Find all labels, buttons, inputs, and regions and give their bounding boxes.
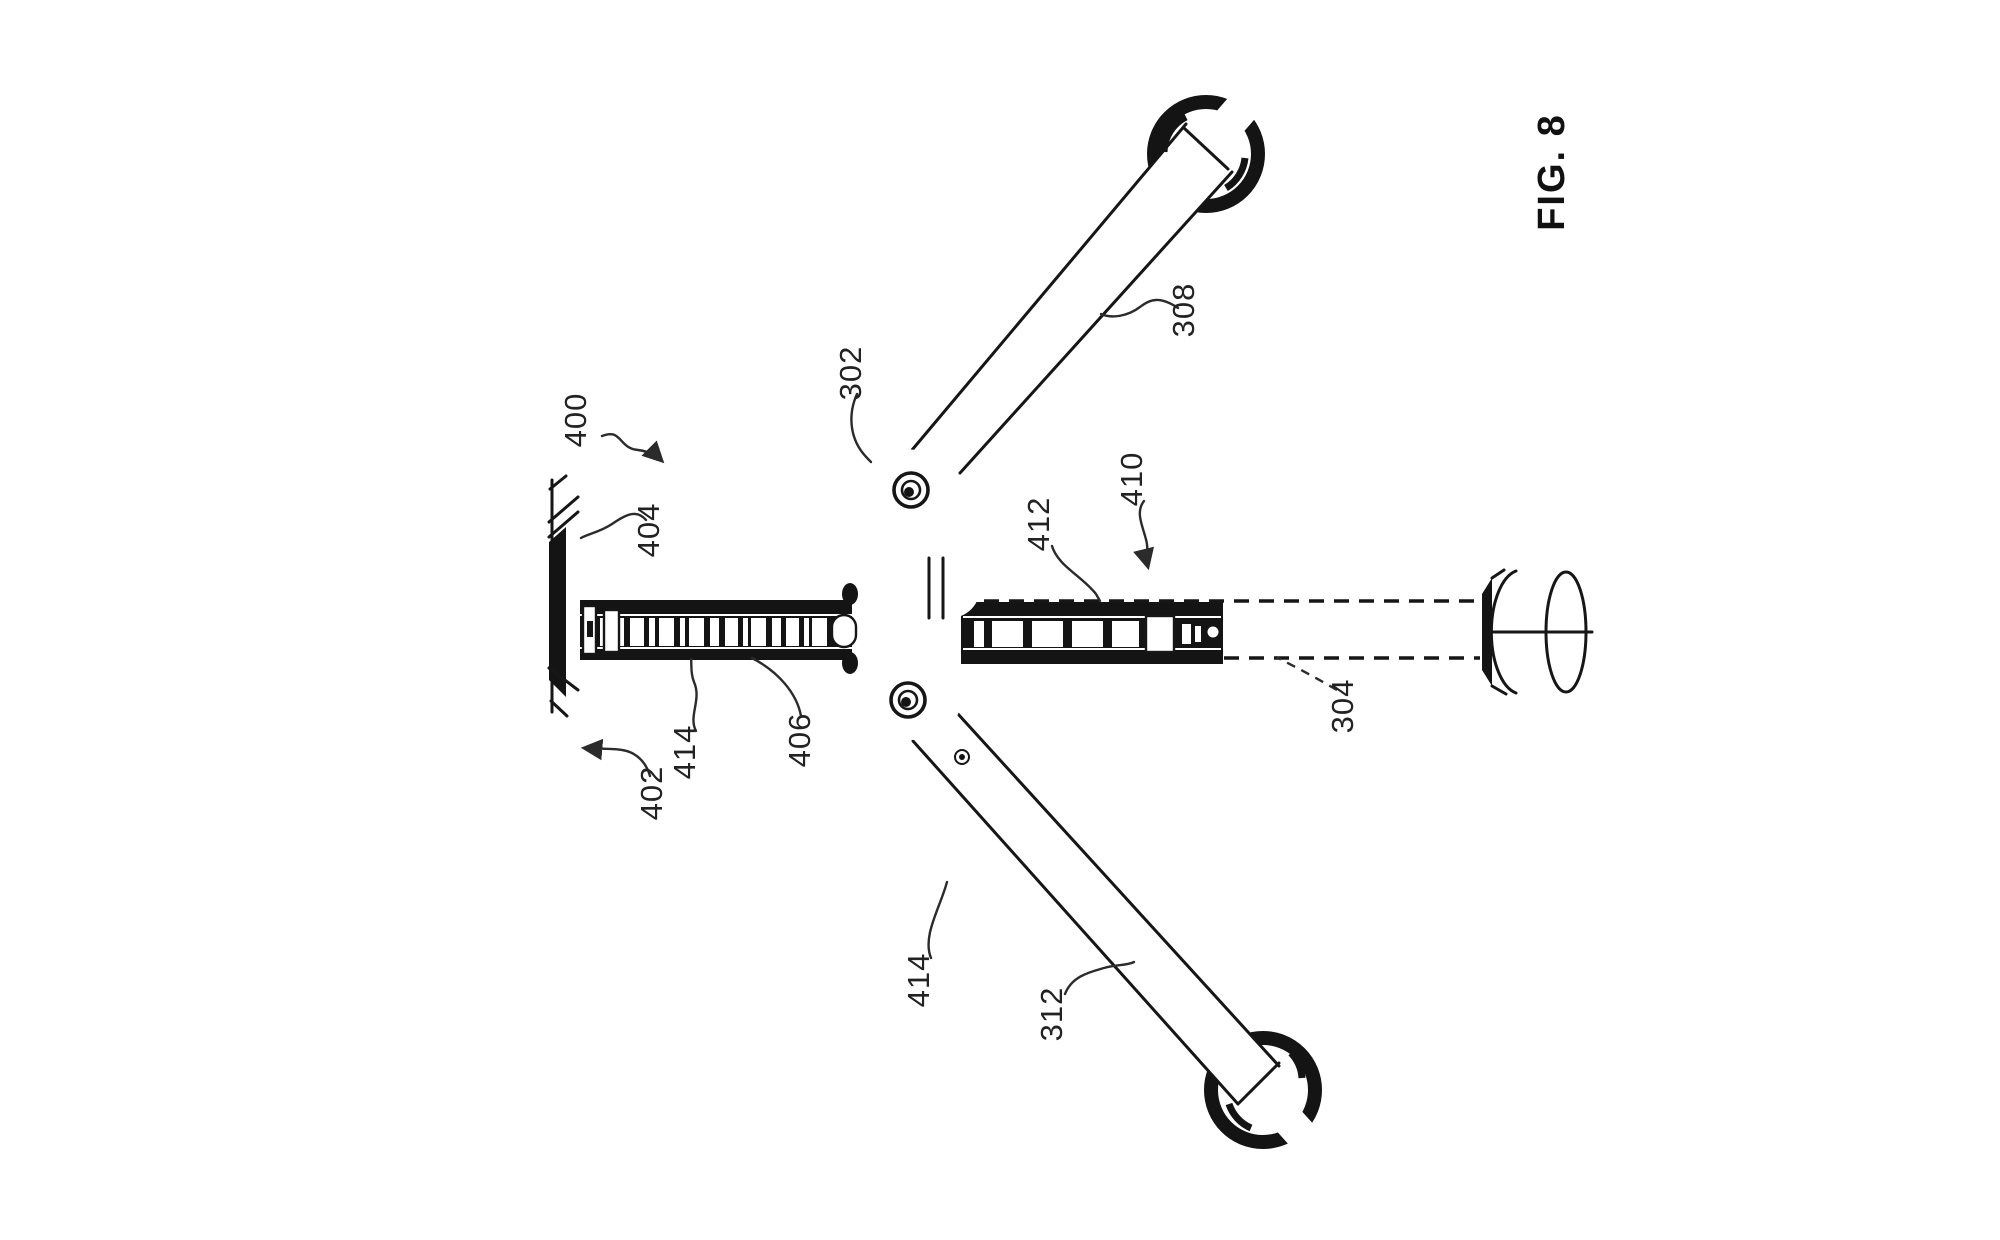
end-plate-shaded-band	[549, 527, 566, 697]
top-caster-wheel	[910, 88, 1265, 475]
top-wheel-inner-rim-right	[1224, 157, 1249, 191]
ref-label-400: 400	[558, 393, 593, 448]
rail-hub-weld-upper	[842, 583, 858, 605]
reference-labels: 400 404 402 414 406 302 308 412 410 304 …	[558, 283, 1360, 1042]
left-end-plate	[545, 470, 580, 722]
end-plate-facet-lines	[547, 474, 580, 718]
leader-410	[1133, 499, 1155, 571]
ref-label-304: 304	[1325, 679, 1360, 734]
bottom-leg-lower-edge	[911, 739, 1240, 1106]
leader-402	[580, 738, 652, 778]
right-foot-cap	[1482, 568, 1595, 696]
top-wheel-inner-rim-left	[1160, 113, 1188, 153]
right-rail-slots	[974, 621, 1201, 647]
leader-312	[1063, 960, 1136, 996]
leader-302	[850, 392, 873, 464]
leg-rivet-dot	[954, 749, 970, 765]
foot-left-facets	[1490, 568, 1508, 696]
ref-label-412: 412	[1021, 497, 1056, 552]
right-rail-end-hole	[1207, 626, 1219, 638]
bottom-wheel-ring	[1204, 1031, 1322, 1149]
leader-308	[1099, 298, 1180, 318]
figure-caption: FIG. 8	[1531, 113, 1573, 231]
ref-label-414-left: 414	[667, 725, 702, 780]
hub-cylinder-boss	[899, 556, 980, 620]
top-wheel-ring	[1147, 95, 1265, 213]
ref-label-404: 404	[631, 503, 666, 558]
ref-label-302: 302	[833, 346, 868, 401]
bottom-leg-upper-edge	[956, 712, 1281, 1068]
rail-clamp-block-1-core	[587, 621, 593, 637]
rail-clamp-block-2	[602, 608, 621, 654]
hub-bolt-top	[892, 471, 930, 509]
leader-400	[600, 433, 665, 464]
top-leg-upper-edge	[910, 122, 1188, 452]
leader-406	[750, 656, 803, 718]
bottom-leg-face	[913, 714, 1279, 1104]
leader-414-lower	[927, 880, 949, 960]
boss-divider-lines	[927, 556, 945, 620]
leader-lines	[579, 298, 1338, 996]
leader-404	[579, 512, 648, 540]
boss-outline	[899, 558, 980, 618]
top-leg-lower-edge	[958, 170, 1234, 475]
ref-label-308: 308	[1166, 283, 1201, 338]
left-rail-end-capsule	[830, 613, 858, 649]
right-rail-slider-block	[1144, 614, 1176, 654]
ref-label-312: 312	[1034, 987, 1069, 1042]
telescope-dashed-lines	[984, 599, 1562, 660]
ref-label-410: 410	[1114, 452, 1149, 507]
ref-label-414-lower: 414	[901, 953, 936, 1008]
bottom-wheel-inner-rim-left	[1225, 1102, 1253, 1132]
top-leg-wheel-joint-line	[1182, 126, 1230, 171]
right-slotted-rail	[961, 602, 1223, 664]
bottom-wheel-axle-hub	[1262, 1093, 1317, 1149]
leader-304	[1275, 655, 1338, 692]
left-slotted-rail	[578, 600, 858, 660]
bottom-caster-wheel	[911, 712, 1322, 1149]
bottom-leg-wheel-joint-line	[1237, 1061, 1281, 1105]
leader-414-left	[689, 657, 698, 733]
bottom-wheel-inner-rim-right	[1288, 1050, 1306, 1079]
top-wheel-axle-hub	[1205, 88, 1262, 147]
ref-label-406: 406	[782, 713, 817, 768]
hub-bolt-bottom	[889, 681, 927, 719]
top-leg-face	[912, 124, 1232, 473]
ref-label-402: 402	[634, 766, 669, 821]
leader-412	[1050, 544, 1102, 603]
